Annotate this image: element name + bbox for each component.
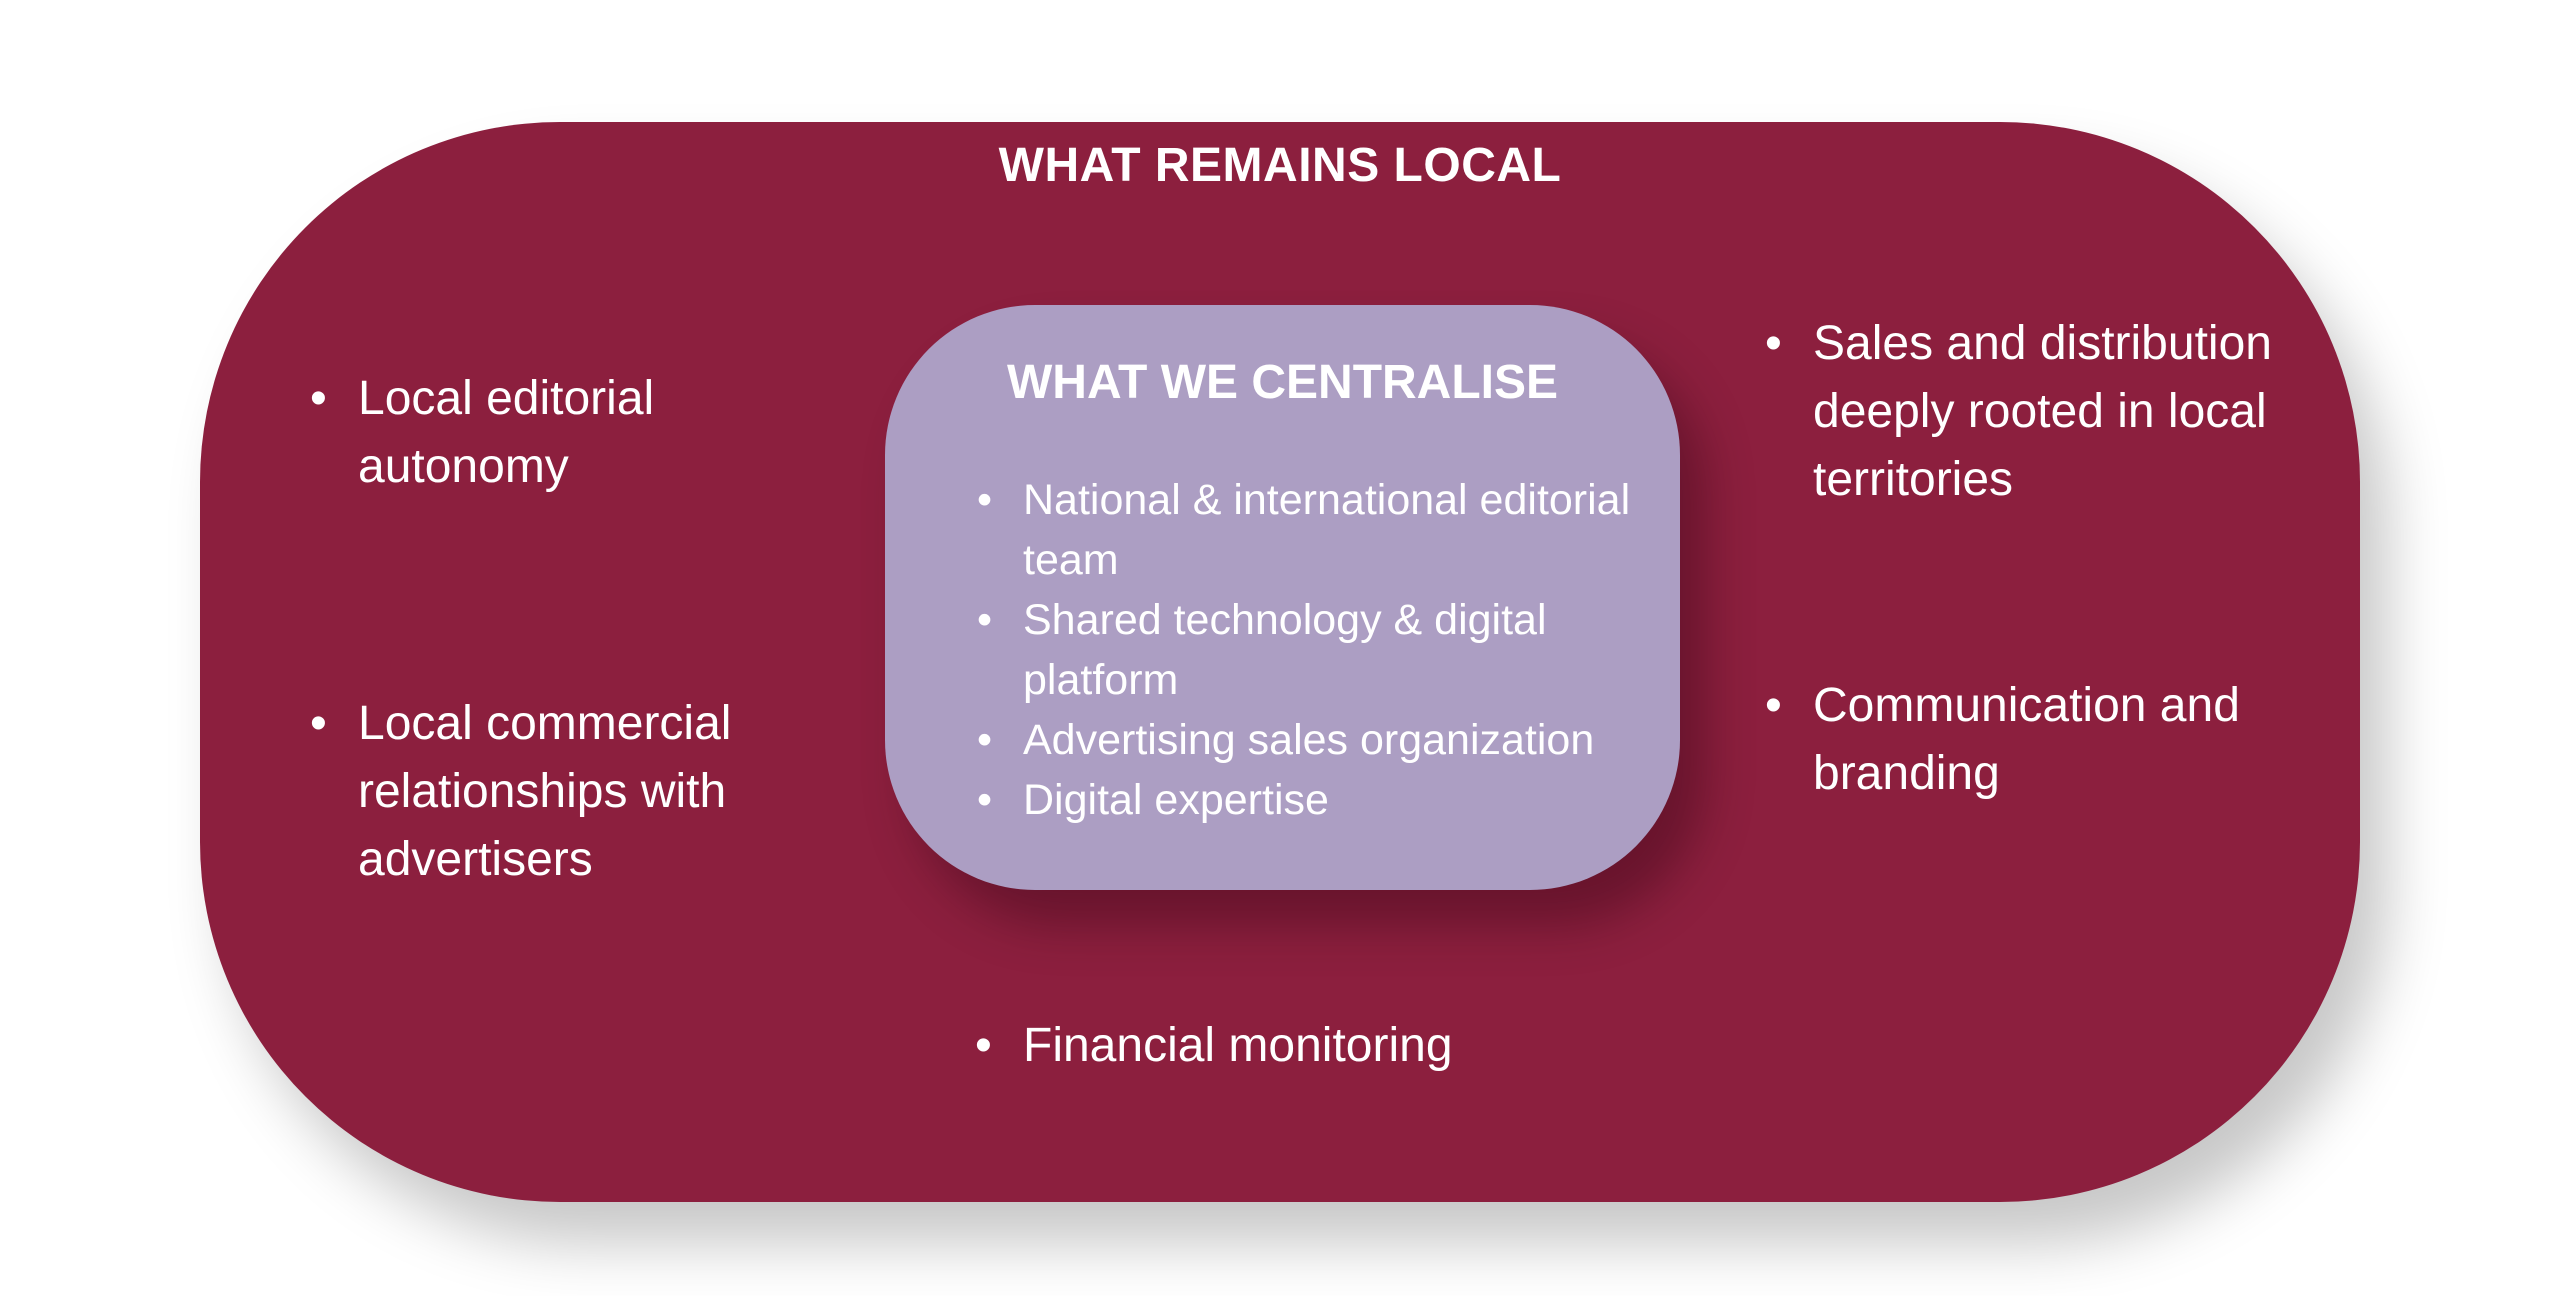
list-item: Communication and branding [1765, 672, 2325, 808]
right-local-list-bottom: Communication and branding [1765, 672, 2325, 808]
list-item: Shared technology & digital platform [975, 590, 1665, 710]
list-item: Sales and distribution deeply rooted in … [1765, 310, 2325, 514]
what-remains-local-title: WHAT REMAINS LOCAL [998, 139, 1562, 192]
bottom-local-list: Financial monitoring [975, 1012, 1675, 1080]
list-item: Advertising sales organization [975, 710, 1665, 770]
right-local-list-top: Sales and distribution deeply rooted in … [1765, 310, 2325, 514]
list-item: Local editorial autonomy [310, 365, 780, 501]
what-we-centralise-title: WHAT WE CENTRALISE [1006, 356, 1559, 409]
list-item: Financial monitoring [975, 1012, 1675, 1080]
list-item: National & international editorial team [975, 470, 1665, 590]
list-item: Digital expertise [975, 770, 1665, 830]
centralise-list: National & international editorial team … [975, 470, 1665, 830]
left-local-list-top: Local editorial autonomy [310, 365, 780, 501]
left-local-list-bottom: Local commercial relationships with adve… [310, 690, 780, 894]
list-item: Local commercial relationships with adve… [310, 690, 780, 894]
